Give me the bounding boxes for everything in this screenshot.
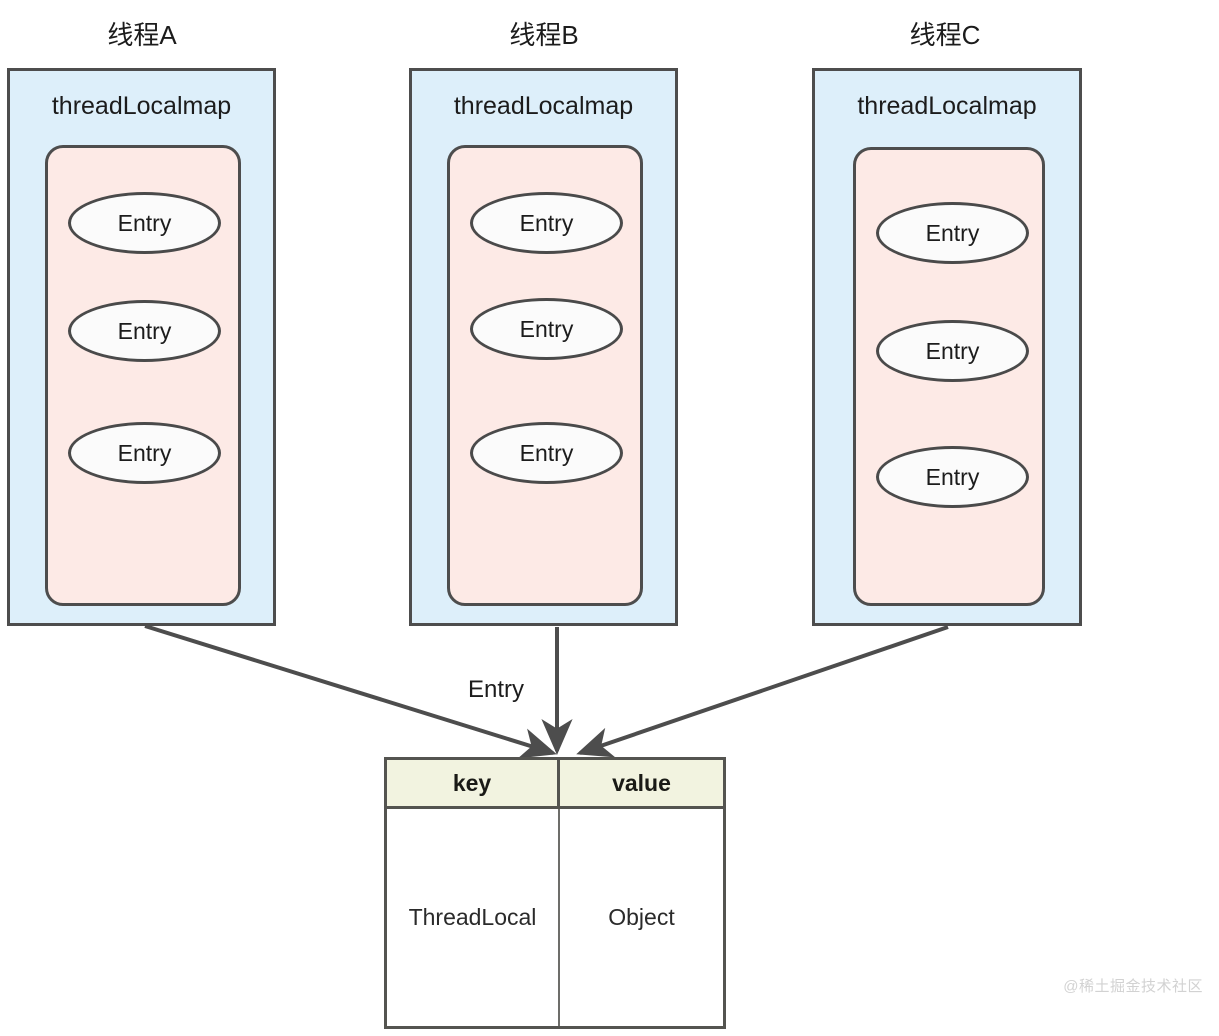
- connector-thread-a: [144, 624, 557, 759]
- thread-box-a: threadLocalmap Entry Entry Entry: [7, 68, 276, 626]
- thread-title-c: 线程C: [909, 20, 981, 50]
- map-label-b: threadLocalmap: [453, 92, 634, 120]
- entry-c-2: Entry: [876, 320, 1029, 382]
- threadlocalmap-box-a: Entry Entry Entry: [45, 145, 241, 606]
- watermark: @稀土掘金技术社区: [1063, 978, 1203, 995]
- map-label-a: threadLocalmap: [51, 92, 232, 120]
- thread-title-b: 线程B: [509, 20, 579, 50]
- thread-title-a: 线程A: [107, 20, 177, 50]
- table-cell-value: Object: [608, 904, 675, 930]
- thread-box-b: threadLocalmap Entry Entry Entry: [409, 68, 678, 626]
- table-header-row: key value: [387, 760, 723, 809]
- entry-b-1: Entry: [470, 192, 623, 254]
- entry-b-2: Entry: [470, 298, 623, 360]
- threadlocalmap-box-c: Entry Entry Entry: [853, 147, 1045, 606]
- table-cell-key: ThreadLocal: [387, 809, 560, 1026]
- edge-label-entry: Entry: [468, 676, 525, 703]
- table-header-key: key: [387, 760, 560, 806]
- entry-a-3: Entry: [68, 422, 221, 484]
- entry-a-2: Entry: [68, 300, 221, 362]
- entry-c-3: Entry: [876, 446, 1029, 508]
- entry-b-3: Entry: [470, 422, 623, 484]
- table-row: ThreadLocal Object: [387, 809, 723, 1026]
- thread-box-c: threadLocalmap Entry Entry Entry: [812, 68, 1082, 626]
- map-label-c: threadLocalmap: [857, 92, 1037, 120]
- entry-a-1: Entry: [68, 192, 221, 254]
- entry-c-1: Entry: [876, 202, 1029, 264]
- table-header-value: value: [612, 769, 671, 796]
- entry-kv-table: key value ThreadLocal Object: [384, 757, 726, 1029]
- connector-thread-c: [576, 625, 949, 758]
- threadlocalmap-box-b: Entry Entry Entry: [447, 145, 643, 606]
